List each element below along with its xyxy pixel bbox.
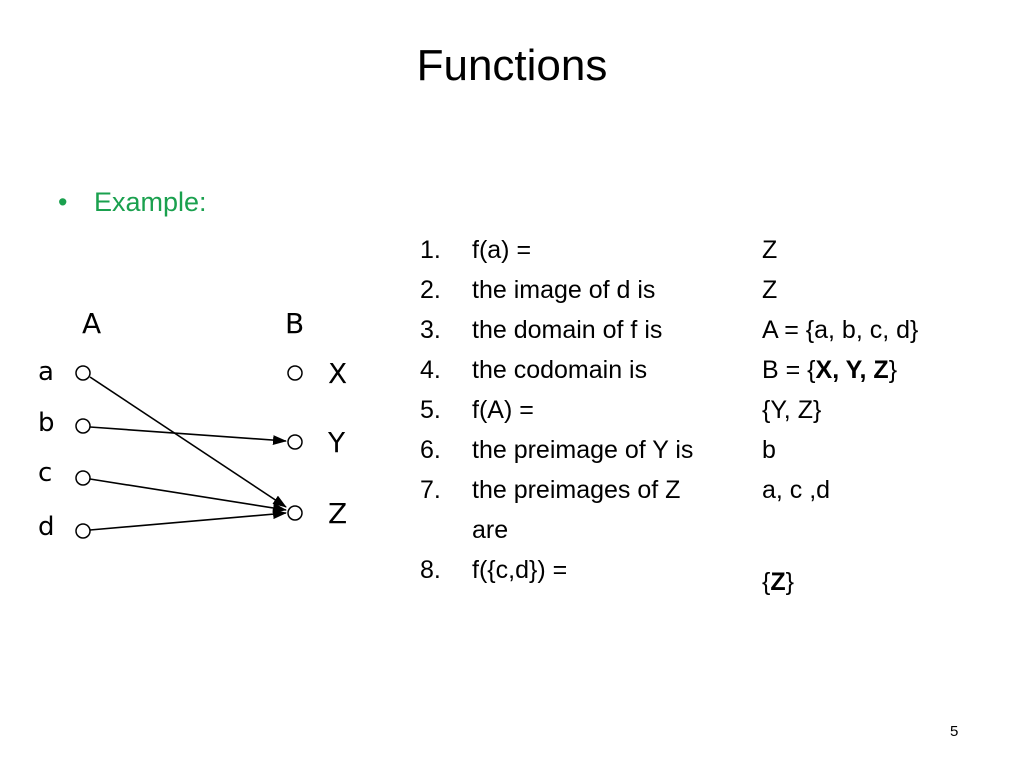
item-answer: a, c ,d bbox=[762, 476, 831, 504]
codomain-label-x: X bbox=[328, 357, 347, 390]
list-item: 8. f({c,d}) = {Z} bbox=[420, 550, 1010, 602]
answer-suffix: } bbox=[785, 568, 794, 596]
arrow-d-to-z bbox=[89, 509, 287, 531]
item-answer: b bbox=[762, 436, 776, 464]
mapping-svg: A B a b c d X Y Z bbox=[38, 307, 347, 542]
item-question-line1: the preimages of Z bbox=[472, 476, 681, 504]
domain-label-c: c bbox=[38, 458, 52, 488]
codomain-node-y bbox=[287, 434, 303, 450]
item-number: 7. bbox=[420, 476, 441, 504]
answer-prefix: B = { bbox=[762, 356, 816, 384]
domain-label-b: b bbox=[38, 408, 55, 438]
item-number: 8. bbox=[420, 556, 441, 584]
domain-elements: a b c d bbox=[38, 357, 91, 542]
answer-bold: Z bbox=[770, 568, 786, 596]
domain-node-c bbox=[75, 470, 91, 486]
item-question-line2: are bbox=[472, 516, 509, 544]
list-item: 3. the domain of f is A = {a, b, c, d} bbox=[420, 310, 1010, 350]
codomain-label-y: Y bbox=[327, 426, 346, 459]
item-number: 3. bbox=[420, 316, 441, 344]
list-item: 7. the preimages of Z are a, c ,d bbox=[420, 470, 1010, 550]
item-number: 6. bbox=[420, 436, 441, 464]
bullet-example: • Example: bbox=[58, 184, 207, 220]
answer-bold: X, Y, Z bbox=[815, 356, 889, 384]
item-question: f(a) = bbox=[472, 236, 532, 264]
item-number: 2. bbox=[420, 276, 441, 304]
domain-label-d: d bbox=[38, 512, 55, 542]
item-answer: Z bbox=[762, 236, 778, 264]
slide-title: Functions bbox=[416, 41, 608, 90]
item-number: 4. bbox=[420, 356, 441, 384]
codomain-elements: X Y Z bbox=[287, 357, 347, 530]
list-item: 6. the preimage of Y is b bbox=[420, 430, 1010, 470]
item-answer: {Z} bbox=[762, 550, 1010, 602]
item-answer: {Y, Z} bbox=[762, 396, 822, 424]
domain-node-b bbox=[75, 418, 91, 434]
bullet-text: Example: bbox=[94, 187, 207, 217]
codomain-node-z bbox=[287, 505, 303, 521]
item-question: the domain of f is bbox=[472, 316, 663, 344]
answer-suffix: } bbox=[888, 356, 898, 384]
domain-label-a: a bbox=[38, 357, 54, 387]
function-mapping-diagram: A B a b c d X Y Z bbox=[30, 295, 370, 560]
item-question: f({c,d}) = bbox=[472, 556, 568, 584]
item-question: the preimages of Z are bbox=[472, 470, 762, 550]
set-a-label: A bbox=[82, 307, 101, 340]
item-number: 5. bbox=[420, 396, 441, 424]
item-answer: A = {a, b, c, d} bbox=[762, 316, 919, 344]
page-number: 5 bbox=[950, 723, 959, 740]
list-item: 1. f(a) = Z bbox=[420, 230, 1010, 270]
item-answer: B = {X, Y, Z} bbox=[762, 350, 1010, 390]
bullet-marker: • bbox=[58, 187, 68, 217]
arrow-b-to-y bbox=[89, 426, 287, 446]
codomain-node-x bbox=[287, 365, 303, 381]
list-item: 2. the image of d is Z bbox=[420, 270, 1010, 310]
item-question: the codomain is bbox=[472, 356, 648, 384]
domain-node-a bbox=[75, 365, 91, 381]
list-item: 5. f(A) = {Y, Z} bbox=[420, 390, 1010, 430]
domain-node-d bbox=[75, 523, 91, 539]
item-answer: Z bbox=[762, 276, 778, 304]
question-list: 1. f(a) = Z 2. the image of d is Z 3. th… bbox=[420, 230, 1010, 602]
mapping-arrows bbox=[89, 376, 287, 531]
arrow-c-to-z bbox=[89, 478, 287, 513]
set-b-label: B bbox=[285, 307, 304, 340]
arrow-a-to-z bbox=[89, 376, 287, 508]
answer-prefix: { bbox=[762, 568, 771, 596]
item-question: f(A) = bbox=[472, 396, 534, 424]
item-number: 1. bbox=[420, 236, 441, 264]
list-item: 4. the codomain is B = {X, Y, Z} bbox=[420, 350, 1010, 390]
item-question: the image of d is bbox=[472, 276, 656, 304]
codomain-label-z: Z bbox=[328, 497, 347, 530]
item-question: the preimage of Y is bbox=[472, 436, 694, 464]
